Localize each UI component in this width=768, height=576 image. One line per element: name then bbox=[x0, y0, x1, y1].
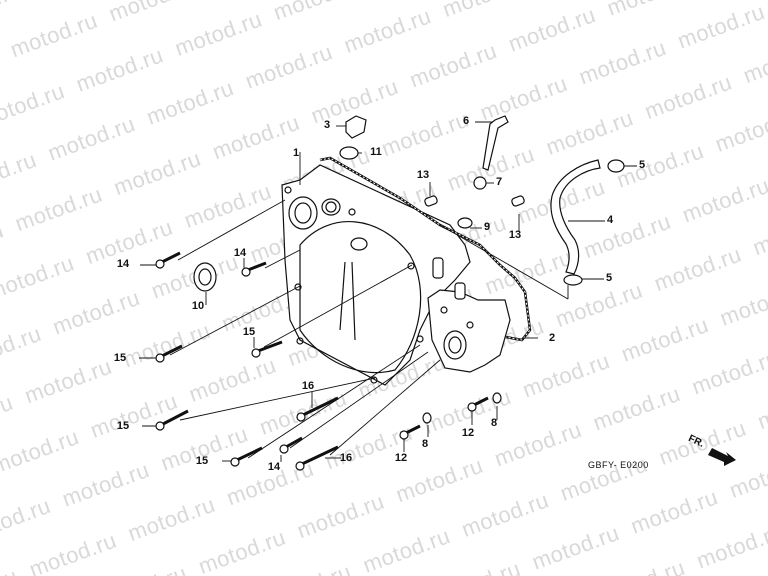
callout-c12b: 12 bbox=[395, 452, 407, 464]
bolt-16a bbox=[296, 396, 339, 422]
bolt-16b bbox=[295, 445, 339, 471]
bolt-14b bbox=[241, 261, 267, 277]
bolt-15c bbox=[155, 409, 189, 431]
dowel-pin bbox=[511, 195, 525, 207]
water-hose bbox=[550, 159, 601, 275]
callout-c8b: 8 bbox=[422, 438, 428, 450]
dowel-pin bbox=[424, 195, 438, 207]
diagram-code: GBFY- E0200 bbox=[588, 460, 649, 470]
callout-c13a: 13 bbox=[417, 169, 429, 181]
callout-c15b: 15 bbox=[114, 352, 126, 364]
callout-c16b: 16 bbox=[340, 452, 352, 464]
oil-filler-cap bbox=[345, 115, 367, 139]
seal bbox=[457, 217, 473, 229]
bolt-12b bbox=[399, 424, 421, 440]
callout-c15a: 15 bbox=[243, 326, 255, 338]
gasket-inner bbox=[319, 157, 531, 341]
callout-c15d: 15 bbox=[196, 455, 208, 467]
bolt-14a bbox=[155, 251, 181, 269]
callout-c2: 2 bbox=[549, 332, 555, 344]
callout-c15c: 15 bbox=[117, 420, 129, 432]
front-direction-arrow-icon bbox=[708, 448, 736, 466]
hose-clamp bbox=[607, 159, 625, 173]
callout-c12a: 12 bbox=[462, 427, 474, 439]
callout-c14a: 14 bbox=[117, 258, 130, 270]
callout-c7: 7 bbox=[496, 176, 502, 188]
bolts bbox=[155, 251, 489, 471]
washer bbox=[422, 412, 432, 424]
callout-c11: 11 bbox=[370, 146, 382, 158]
callout-c4: 4 bbox=[607, 214, 614, 226]
callout-c14c: 14 bbox=[268, 461, 281, 473]
callout-labels: 1234556788910111212131314141415151515161… bbox=[114, 115, 645, 473]
callout-c9: 9 bbox=[484, 221, 490, 233]
bolt-15b bbox=[155, 344, 183, 363]
water-pump-cover bbox=[427, 257, 511, 373]
callout-c5b: 5 bbox=[606, 272, 612, 284]
callout-c8a: 8 bbox=[491, 417, 497, 429]
callout-c3: 3 bbox=[324, 119, 330, 131]
spring bbox=[473, 176, 487, 190]
callout-c5a: 5 bbox=[639, 159, 645, 171]
right-crankcase-cover bbox=[281, 164, 471, 386]
arm bbox=[482, 115, 509, 171]
callout-c10: 10 bbox=[192, 300, 204, 312]
bolt-14c bbox=[279, 436, 303, 454]
callout-c6: 6 bbox=[463, 115, 469, 127]
bolt-15a bbox=[251, 340, 283, 358]
bolt-12a bbox=[467, 396, 489, 412]
washer bbox=[492, 392, 502, 404]
callout-c16a: 16 bbox=[302, 380, 314, 392]
hose-clamp bbox=[563, 274, 583, 286]
callout-c13b: 13 bbox=[509, 229, 521, 241]
callout-c1: 1 bbox=[293, 147, 299, 159]
callout-c14b: 14 bbox=[234, 247, 247, 259]
small-parts bbox=[193, 115, 625, 424]
bolt-15d bbox=[230, 446, 263, 467]
o-ring bbox=[339, 146, 359, 160]
leader-lines bbox=[139, 121, 637, 462]
